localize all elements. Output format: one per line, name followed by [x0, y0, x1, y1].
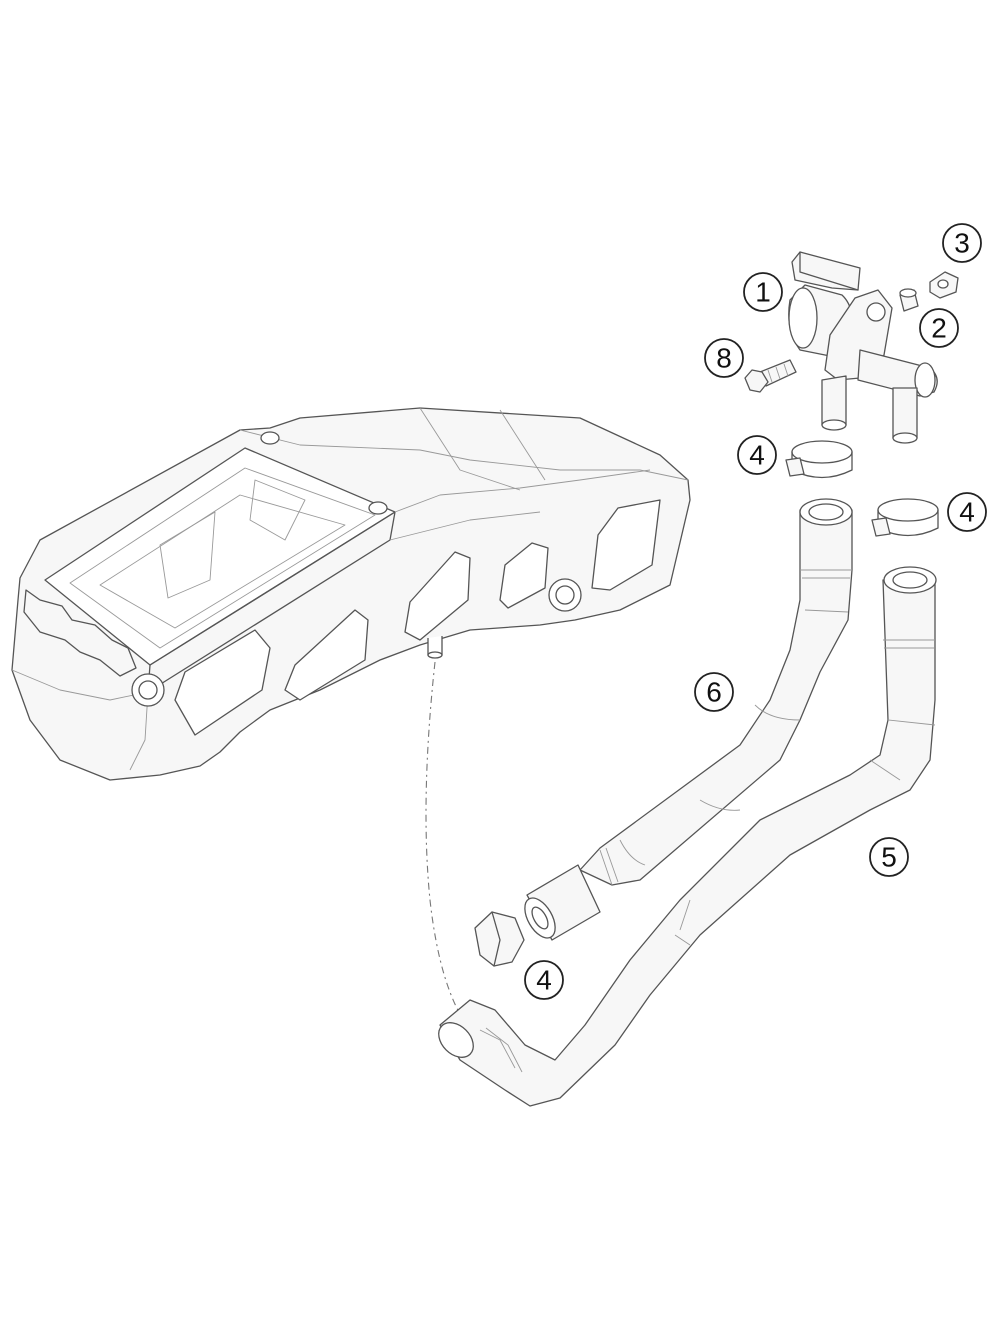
callout-4-top-label: 4 [749, 440, 765, 471]
callout-5-label: 5 [881, 842, 897, 873]
hose-clamp-right [871, 498, 939, 537]
fuel-hose-5 [438, 566, 937, 1107]
connection-line [425, 661, 471, 1031]
callout-3: 3 [942, 223, 982, 263]
fuel-hose-6 [524, 498, 853, 941]
fuel-tank [11, 407, 691, 781]
callout-8-label: 8 [716, 343, 732, 374]
sealing-parts [899, 271, 959, 312]
callout-3-label: 3 [954, 228, 970, 259]
fuel-tap [788, 251, 938, 444]
callout-8: 8 [704, 338, 744, 378]
hose-clamp-top [785, 440, 853, 479]
callout-5: 5 [869, 837, 909, 877]
callout-1-label: 1 [755, 277, 771, 308]
callout-1: 1 [743, 272, 783, 312]
callout-6: 6 [694, 672, 734, 712]
callout-4-right-label: 4 [959, 497, 975, 528]
callout-4-top: 4 [737, 435, 777, 475]
callout-4-right: 4 [947, 492, 987, 532]
callout-2: 2 [919, 308, 959, 348]
callout-4-bottom: 4 [524, 960, 564, 1000]
hose-clamp-bottom [474, 911, 525, 967]
callout-6-label: 6 [706, 677, 722, 708]
callout-2-label: 2 [931, 313, 947, 344]
callout-4-bottom-label: 4 [536, 965, 552, 996]
screw [744, 359, 797, 393]
